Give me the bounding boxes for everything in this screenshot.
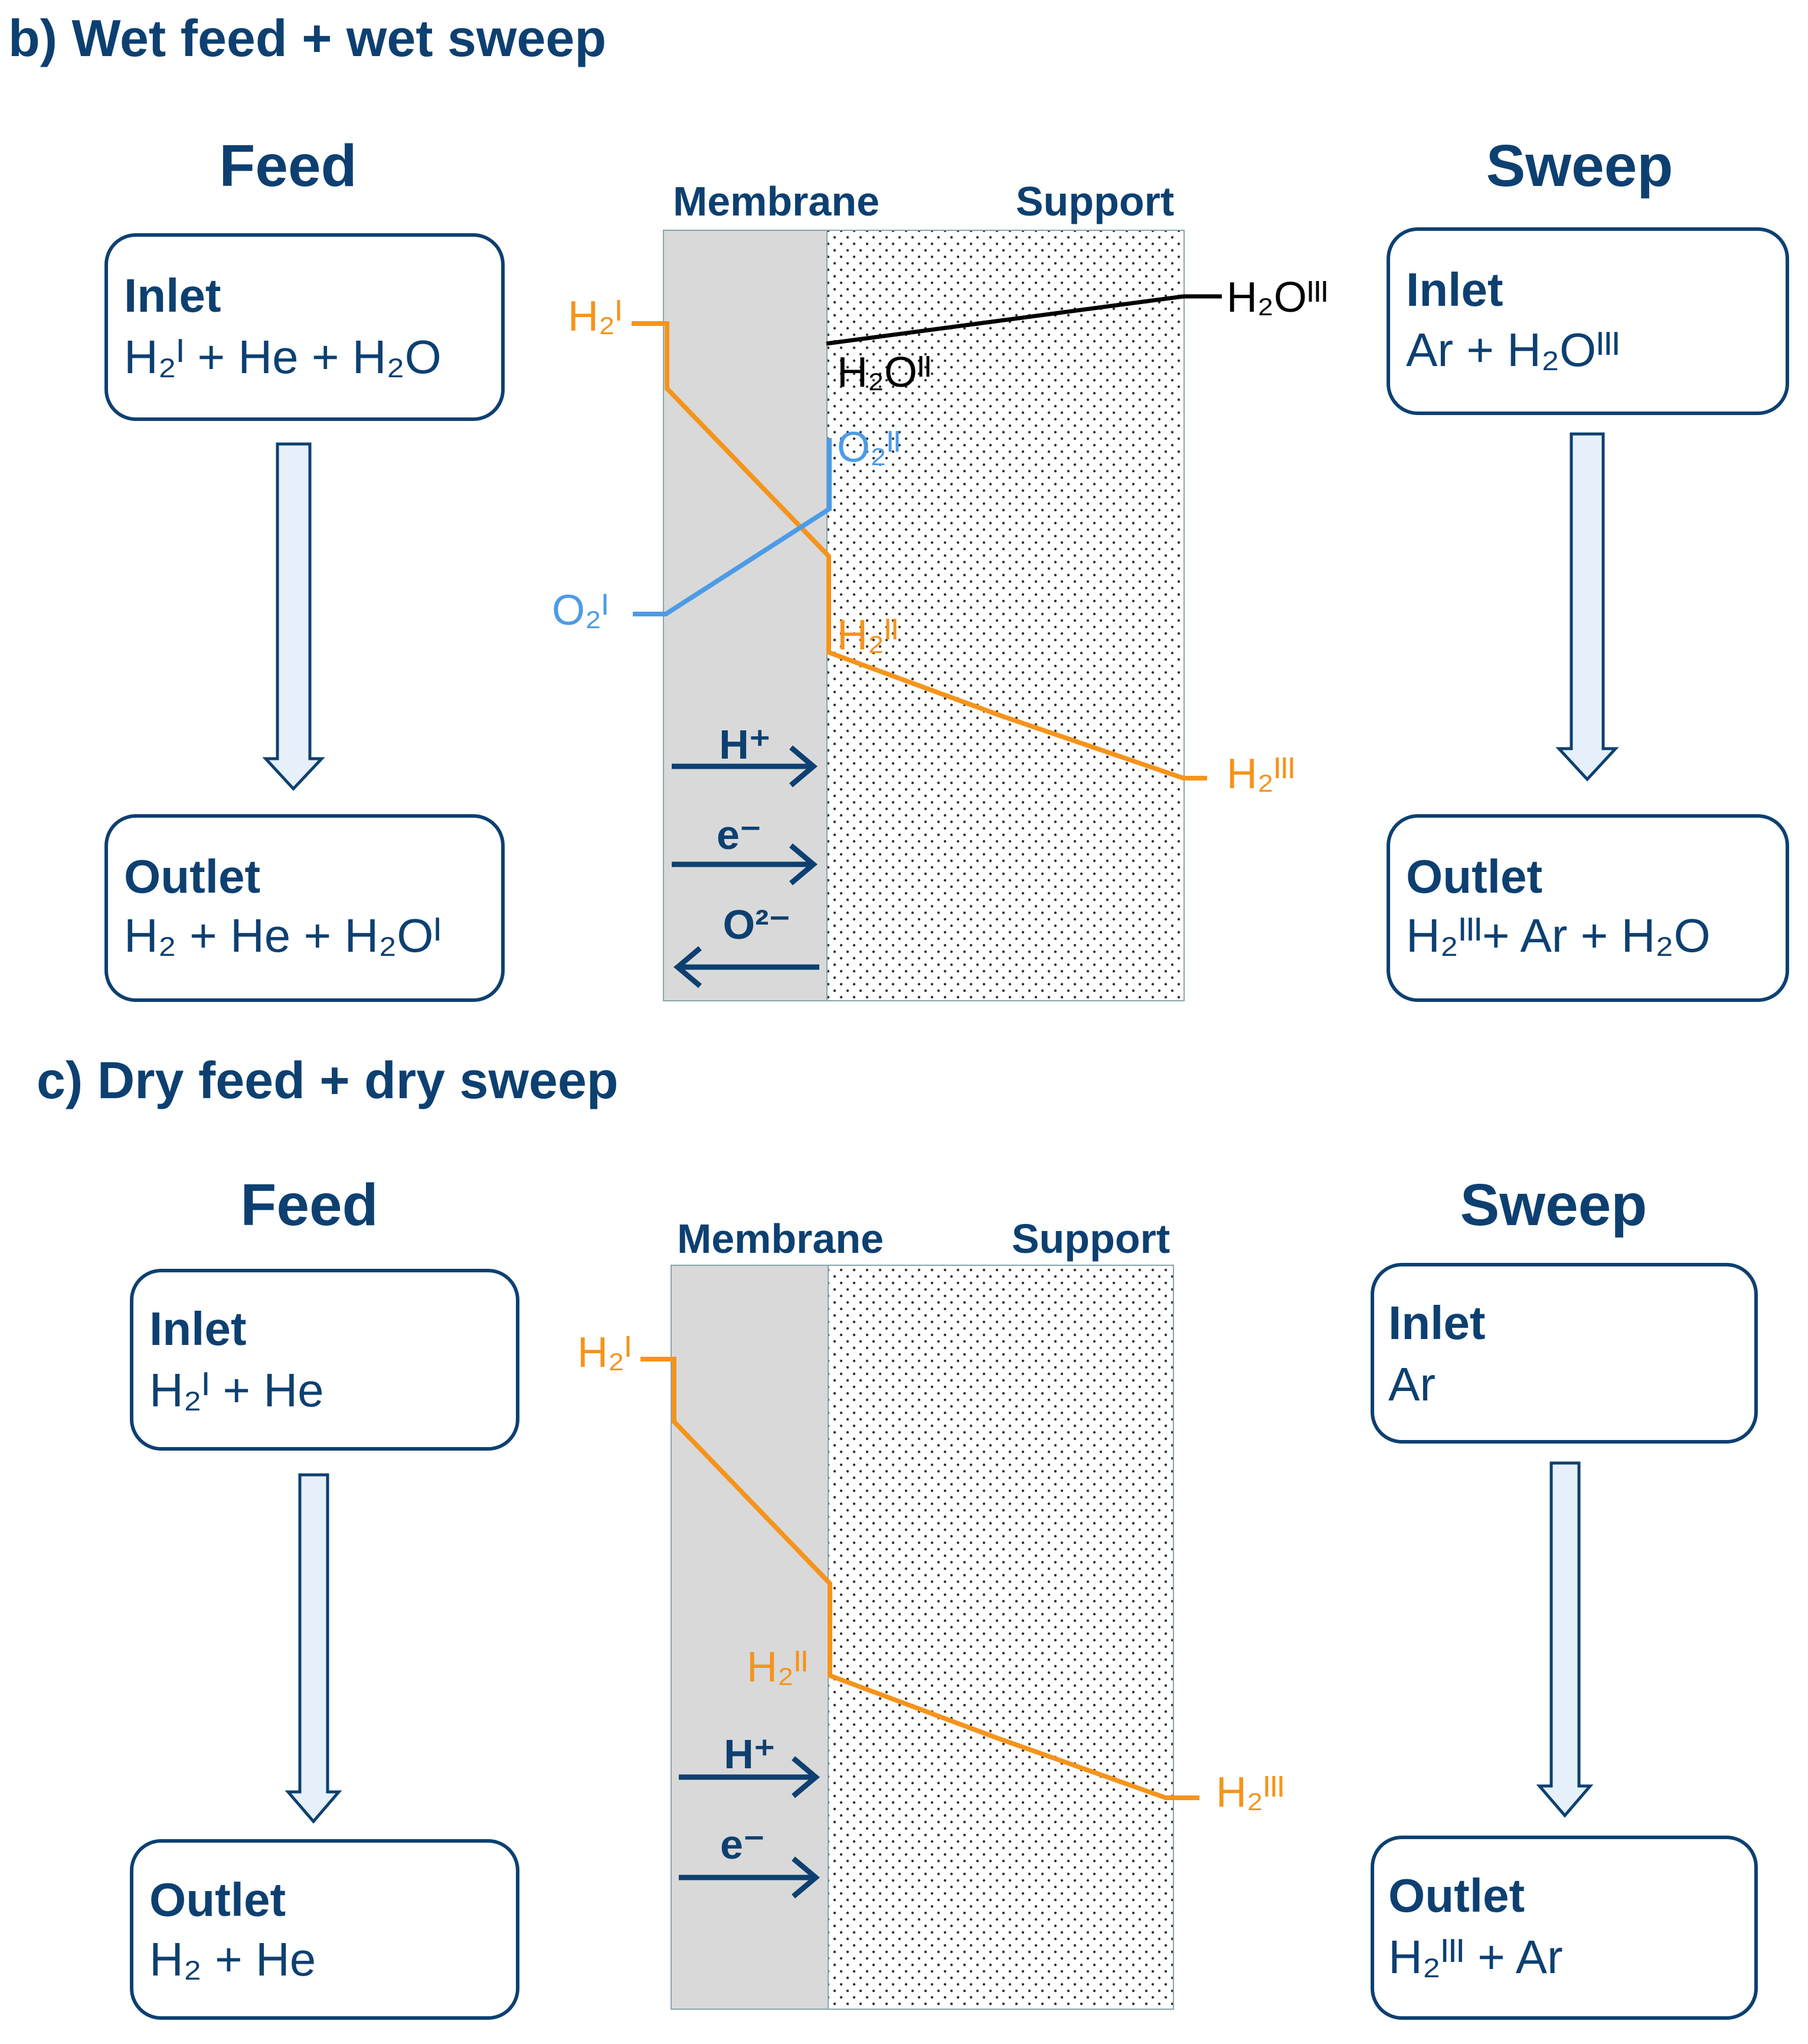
feed-outlet-content: H₂ + He + H₂Oᴵ	[124, 909, 442, 962]
feed-outlet-box: Outlet H₂ + He + H₂Oᴵ	[104, 814, 505, 1002]
sweep-outlet-box: Outlet H₂ᴵᴵᴵ+ Ar + H₂O	[1387, 814, 1789, 1002]
h2o-II-label: H₂Oᴵᴵ	[837, 349, 931, 396]
sweep-outlet-content: H₂ᴵᴵᴵ + Ar	[1388, 1931, 1563, 1983]
sweep-inlet-box: Inlet Ar	[1371, 1263, 1758, 1444]
panel-c-heading: c) Dry feed + dry sweep	[37, 1051, 619, 1109]
h2o-concentration-profile	[826, 294, 1222, 346]
feed-outlet-title: Outlet	[149, 1873, 286, 1926]
sweep-inlet-title: Inlet	[1406, 263, 1503, 316]
o2-concentration-profile	[633, 438, 832, 616]
support-label: Support	[1016, 178, 1174, 224]
proton-flux-label: H⁺	[719, 721, 771, 768]
electron-flux-label: e⁻	[720, 1821, 765, 1867]
support-layer	[828, 1265, 1174, 2010]
down-arrow-icon	[1555, 432, 1619, 782]
down-arrow-icon	[285, 1473, 342, 1824]
feed-title: Feed	[240, 1172, 378, 1238]
sweep-title: Sweep	[1460, 1172, 1647, 1238]
h2-II-label: H₂ᴵᴵ	[837, 612, 898, 659]
right-arrow-icon	[672, 745, 818, 788]
panel-b: b) Wet feed + wet sweep Feed Sweep Inlet…	[8, 9, 1789, 1002]
feed-outlet-box: Outlet H₂ + He	[130, 1839, 519, 2020]
h2-III-label: H₂ᴵᴵᴵ	[1227, 750, 1295, 798]
membrane-layer	[663, 230, 828, 1001]
electron-flux-label: e⁻	[717, 812, 761, 858]
right-arrow-icon	[679, 1756, 820, 1798]
feed-inlet-title: Inlet	[124, 269, 221, 322]
support-layer	[826, 230, 1185, 1001]
membrane-label: Membrane	[673, 178, 880, 224]
down-arrow-icon	[262, 442, 325, 791]
sweep-title: Sweep	[1486, 133, 1673, 199]
membrane-layer	[671, 1265, 829, 2010]
h2-I-label: H₂ᴵ	[568, 293, 622, 340]
feed-outlet-content: H₂ + He	[149, 1933, 316, 1986]
sweep-outlet-title: Outlet	[1388, 1869, 1525, 1922]
feed-inlet-title: Inlet	[149, 1302, 246, 1355]
sweep-outlet-box: Outlet H₂ᴵᴵᴵ + Ar	[1371, 1836, 1758, 2020]
panel-c: c) Dry feed + dry sweep Feed Sweep Inlet…	[37, 1051, 1758, 2020]
support-label: Support	[1012, 1216, 1170, 1262]
feed-inlet-box: Inlet H₂ᴵ + He + H₂O	[104, 233, 505, 421]
sweep-inlet-content: Ar + H₂Oᴵᴵᴵ	[1406, 324, 1620, 376]
h2-concentration-profile	[640, 1357, 1199, 1800]
sweep-outlet-title: Outlet	[1406, 850, 1542, 903]
down-arrow-icon	[1536, 1461, 1594, 1818]
feed-inlet-content: H₂ᴵ + He + H₂O	[124, 331, 442, 383]
sweep-inlet-content: Ar	[1388, 1358, 1436, 1410]
feed-inlet-content: H₂ᴵ + He	[149, 1364, 324, 1416]
sweep-outlet-content: H₂ᴵᴵᴵ+ Ar + H₂O	[1406, 909, 1711, 962]
h2o-III-label: H₂Oᴵᴵᴵ	[1227, 274, 1328, 321]
sweep-inlet-title: Inlet	[1388, 1297, 1485, 1349]
membrane-label: Membrane	[677, 1216, 884, 1262]
o2-II-label: O₂ᴵᴵ	[837, 424, 901, 471]
left-arrow-icon	[673, 946, 819, 988]
feed-title: Feed	[219, 133, 357, 199]
feed-inlet-box: Inlet H₂ᴵ + He	[130, 1269, 519, 1451]
h2-concentration-profile	[632, 321, 1207, 781]
oxide-flux-label: O²⁻	[723, 902, 791, 948]
sweep-inlet-box: Inlet Ar + H₂Oᴵᴵᴵ	[1387, 227, 1789, 415]
feed-outlet-title: Outlet	[124, 850, 260, 903]
o2-I-label: O₂ᴵ	[552, 587, 609, 634]
h2-III-label: H₂ᴵᴵᴵ	[1216, 1769, 1284, 1816]
h2-I-label: H₂ᴵ	[577, 1329, 632, 1376]
panel-b-heading: b) Wet feed + wet sweep	[8, 9, 606, 67]
right-arrow-icon	[679, 1856, 820, 1899]
proton-flux-label: H⁺	[724, 1731, 776, 1777]
right-arrow-icon	[672, 843, 818, 886]
h2-II-label: H₂ᴵᴵ	[747, 1644, 808, 1691]
